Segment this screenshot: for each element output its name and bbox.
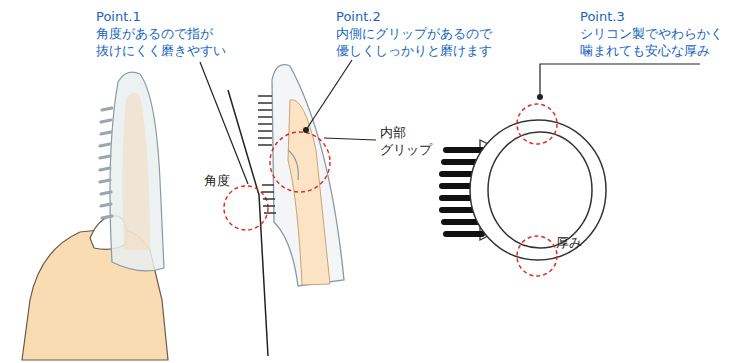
thickness-marker xyxy=(517,104,557,144)
side-view xyxy=(258,65,344,286)
leader-dot xyxy=(537,94,543,100)
hand-drawing xyxy=(22,72,168,360)
point-number: Point.3 xyxy=(580,8,625,25)
leader-lines xyxy=(200,60,700,184)
finger-brush xyxy=(110,72,164,271)
part-label: 角度 xyxy=(204,172,230,189)
part-label: 内部 グリップ xyxy=(380,124,432,158)
thickness-marker xyxy=(517,236,557,276)
brush-bristles xyxy=(100,108,112,218)
leader-dot xyxy=(303,127,309,133)
grip-marker xyxy=(270,132,330,192)
angle-marker xyxy=(224,186,268,230)
outer-ring xyxy=(470,120,606,260)
inner-grip xyxy=(288,150,298,180)
cross-section xyxy=(442,104,606,276)
inner-finger xyxy=(288,100,330,285)
part-label: 厚み xyxy=(556,234,582,251)
point-number: Point.2 xyxy=(336,8,381,25)
point-text: 内側にグリップがあるので 優しくしっかりと磨けます xyxy=(336,25,492,59)
point-text: シリコン製でやわらかく 噛まれても安心な厚み xyxy=(580,25,723,59)
point-text: 角度があるので指が 抜けにくく磨きやすい xyxy=(96,25,226,59)
point-number: Point.1 xyxy=(96,8,141,25)
finger-inside xyxy=(122,93,150,250)
inner-ring xyxy=(488,132,592,248)
sheath xyxy=(272,65,344,286)
side-bristles xyxy=(258,96,276,213)
